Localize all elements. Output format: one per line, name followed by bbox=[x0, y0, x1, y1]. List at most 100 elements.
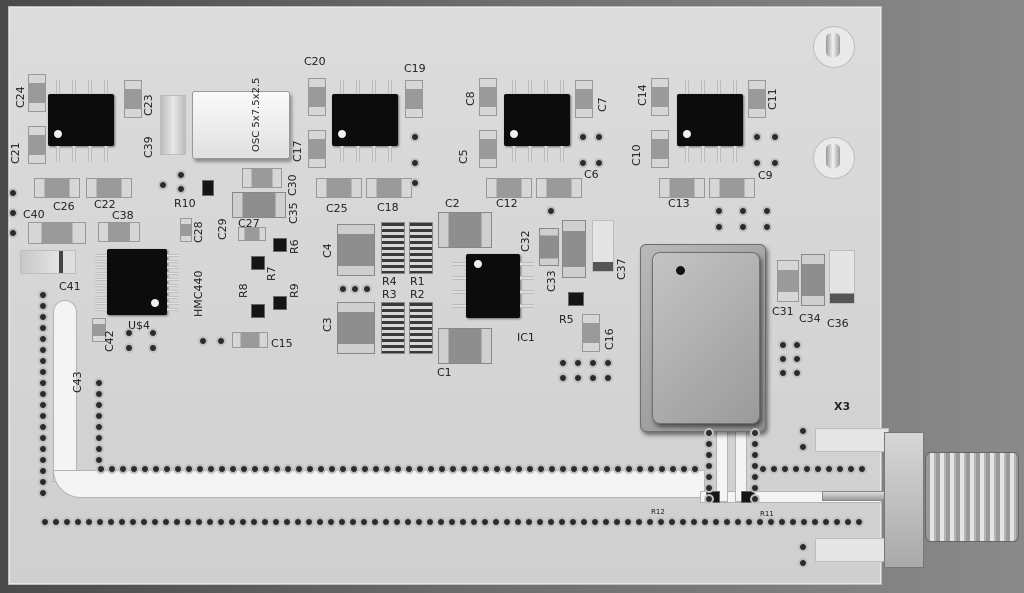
resistor-r4 bbox=[381, 222, 405, 274]
via bbox=[120, 466, 126, 472]
via bbox=[42, 519, 48, 525]
via bbox=[647, 519, 653, 525]
via bbox=[596, 134, 602, 140]
label-r8: R8 bbox=[237, 283, 250, 298]
via bbox=[96, 380, 102, 386]
ic-top-3 bbox=[504, 94, 570, 146]
via bbox=[596, 160, 602, 166]
label-c4: C4 bbox=[321, 243, 334, 258]
qfn-pin bbox=[167, 266, 179, 269]
via bbox=[801, 519, 807, 525]
via bbox=[626, 466, 632, 472]
via bbox=[768, 519, 774, 525]
qfn-pin bbox=[95, 278, 107, 281]
via bbox=[160, 182, 166, 188]
capacitor bbox=[34, 178, 80, 198]
via bbox=[549, 466, 555, 472]
via bbox=[740, 224, 746, 230]
via bbox=[329, 466, 335, 472]
via bbox=[251, 519, 257, 525]
via bbox=[98, 466, 104, 472]
resistor-r3 bbox=[381, 302, 405, 354]
via bbox=[395, 466, 401, 472]
via bbox=[800, 428, 806, 434]
via bbox=[229, 519, 235, 525]
capacitor bbox=[651, 130, 669, 168]
via bbox=[658, 519, 664, 525]
via bbox=[461, 466, 467, 472]
via bbox=[152, 519, 158, 525]
via bbox=[559, 519, 565, 525]
via bbox=[96, 446, 102, 452]
capacitor-c36 bbox=[829, 250, 855, 304]
via bbox=[823, 519, 829, 525]
label-r6: R6 bbox=[288, 239, 301, 254]
qfn-pin bbox=[95, 296, 107, 299]
label-r1: R1 bbox=[410, 275, 425, 288]
via bbox=[40, 336, 46, 342]
via bbox=[772, 160, 778, 166]
via bbox=[317, 519, 323, 525]
label-c12: C12 bbox=[496, 197, 518, 210]
via bbox=[580, 160, 586, 166]
via bbox=[582, 466, 588, 472]
label-r7: R7 bbox=[265, 266, 278, 281]
via bbox=[10, 230, 16, 236]
via bbox=[780, 356, 786, 362]
qfn-pin bbox=[95, 308, 107, 311]
via bbox=[560, 375, 566, 381]
via bbox=[40, 391, 46, 397]
label-c23: C23 bbox=[142, 94, 155, 116]
via bbox=[340, 286, 346, 292]
label-c15: C15 bbox=[271, 337, 293, 350]
label-c10: C10 bbox=[630, 144, 643, 166]
capacitor bbox=[308, 78, 326, 116]
via bbox=[384, 466, 390, 472]
via bbox=[754, 160, 760, 166]
ic-pin bbox=[56, 80, 60, 94]
resistor bbox=[273, 296, 287, 310]
via bbox=[263, 466, 269, 472]
ic1-pin bbox=[520, 304, 534, 308]
via bbox=[713, 519, 719, 525]
via bbox=[96, 402, 102, 408]
via bbox=[735, 519, 741, 525]
ic-pin bbox=[388, 80, 392, 94]
capacitor bbox=[28, 74, 46, 112]
via bbox=[40, 435, 46, 441]
via bbox=[284, 519, 290, 525]
via bbox=[352, 286, 358, 292]
via bbox=[40, 457, 46, 463]
label-c11: C11 bbox=[766, 88, 779, 110]
via bbox=[427, 519, 433, 525]
rf-trace-bottom bbox=[53, 470, 705, 498]
via bbox=[615, 466, 621, 472]
ic-pin bbox=[528, 146, 532, 162]
via bbox=[96, 413, 102, 419]
ic-pin bbox=[560, 146, 564, 162]
via bbox=[150, 345, 156, 351]
capacitor-c2 bbox=[438, 212, 492, 248]
capacitor bbox=[405, 80, 423, 118]
capacitor bbox=[180, 218, 192, 242]
via bbox=[130, 519, 136, 525]
c23-part bbox=[160, 95, 186, 155]
capacitor bbox=[238, 227, 266, 241]
via bbox=[174, 519, 180, 525]
via bbox=[472, 466, 478, 472]
label-c7: C7 bbox=[596, 97, 609, 112]
via bbox=[362, 466, 368, 472]
via bbox=[614, 519, 620, 525]
via bbox=[274, 466, 280, 472]
capacitor bbox=[92, 318, 106, 342]
qfn-pin bbox=[95, 254, 107, 257]
qfn-pin bbox=[167, 254, 179, 257]
via bbox=[373, 466, 379, 472]
via bbox=[10, 210, 16, 216]
via bbox=[548, 519, 554, 525]
resistor bbox=[202, 180, 214, 196]
capacitor bbox=[659, 178, 705, 198]
capacitor bbox=[28, 126, 46, 164]
hmc440-chip bbox=[107, 249, 167, 315]
